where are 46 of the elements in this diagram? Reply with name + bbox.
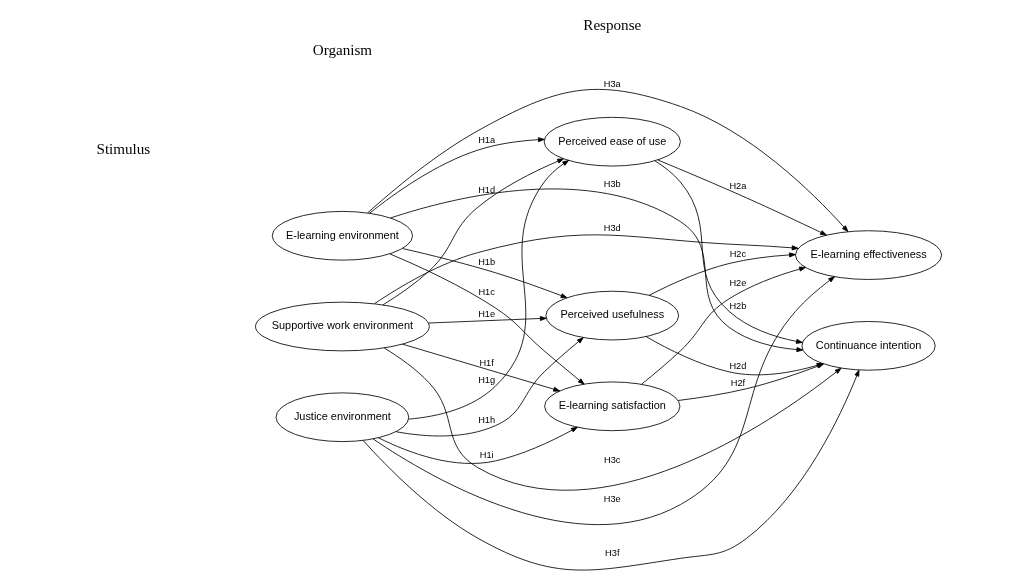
node-ellipse: Justice environment xyxy=(275,392,409,443)
arrow xyxy=(368,137,545,214)
arrow xyxy=(389,253,585,385)
arrow xyxy=(648,252,796,296)
edge-label: H2b xyxy=(728,300,746,311)
edge-label: H3c xyxy=(603,455,620,466)
arrow xyxy=(395,337,584,437)
edge-label: H2c xyxy=(729,249,746,260)
edge-label: H2f xyxy=(730,377,745,388)
label: Response xyxy=(582,17,641,34)
edge-label: H3b xyxy=(603,178,621,189)
edge-label: H1e xyxy=(477,309,495,320)
node-ellipse: E-learning environment xyxy=(271,211,413,261)
node-ellipse: Supportive work environment xyxy=(254,301,430,352)
arrow xyxy=(377,426,578,464)
arrow xyxy=(381,158,564,306)
arrow xyxy=(362,369,859,571)
arrow xyxy=(653,160,803,344)
arrow xyxy=(640,266,806,385)
arrow xyxy=(383,347,841,491)
edge-label: H1h xyxy=(477,414,495,425)
edge-label: H2a xyxy=(728,181,746,192)
arrow xyxy=(401,248,567,299)
arrow xyxy=(372,276,835,526)
arrow xyxy=(656,159,827,236)
edge-label: H1d xyxy=(477,184,495,195)
edge-label: H1b xyxy=(477,257,495,268)
edge-label: H1g xyxy=(477,375,495,386)
edge-label: H3d xyxy=(603,223,621,234)
edge-label: H1i xyxy=(479,450,494,461)
arrow xyxy=(389,188,803,353)
edge-label: H1f xyxy=(478,357,494,368)
edge-label: H1a xyxy=(477,135,495,146)
edge-label: H2e xyxy=(728,278,746,289)
arrow xyxy=(427,316,547,324)
edge-label: H3a xyxy=(603,78,621,89)
edge-label: H3e xyxy=(603,493,621,504)
arrow xyxy=(366,89,848,232)
edge-label: H3f xyxy=(604,547,619,558)
edge-label: H1c xyxy=(477,287,495,298)
label: Organism xyxy=(312,41,372,58)
edge-label: H2d xyxy=(728,361,746,372)
label: Stimulus xyxy=(96,140,150,157)
arrow xyxy=(401,343,560,392)
arrow xyxy=(373,234,798,305)
arrow xyxy=(407,160,569,420)
